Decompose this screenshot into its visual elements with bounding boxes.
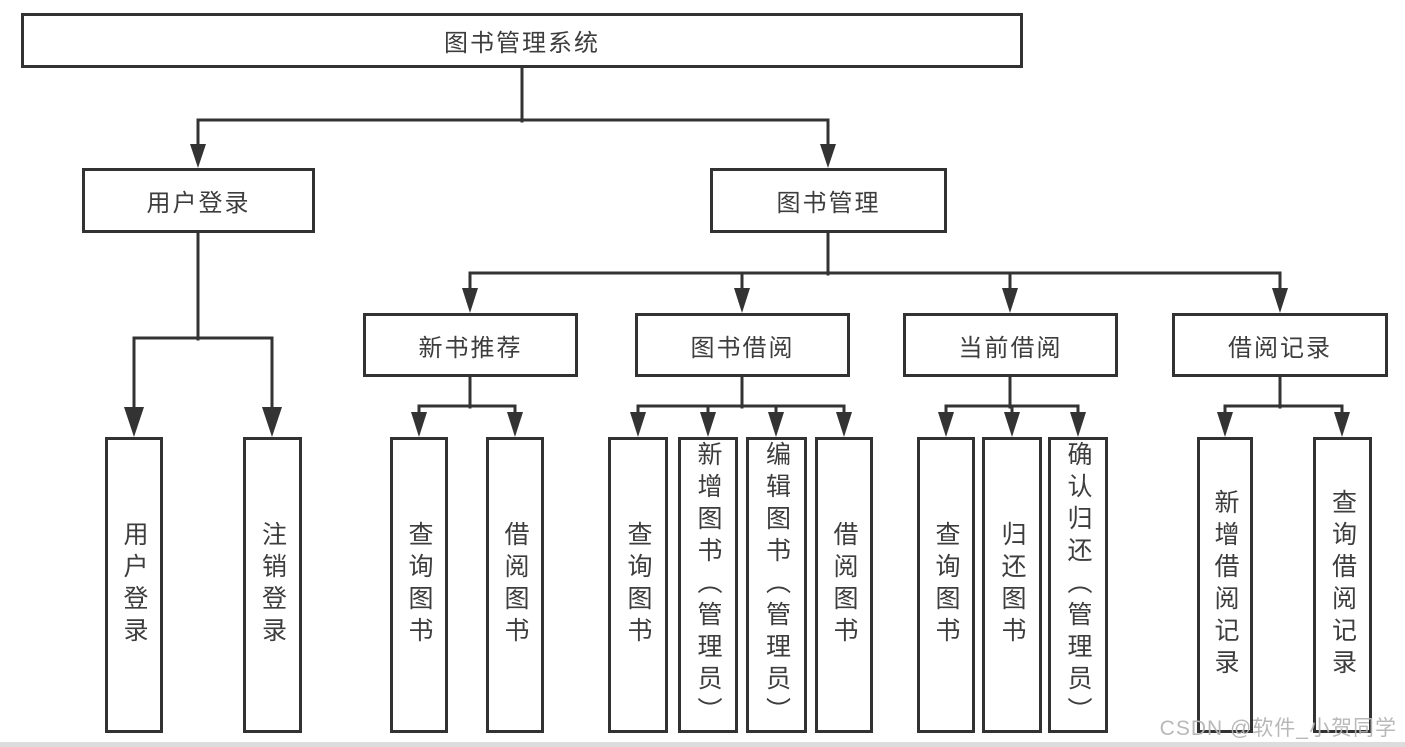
leaf-label: 归还图书	[998, 521, 1026, 649]
leaf-label: 借阅图书	[830, 521, 858, 649]
leaf-edit-book-admin: 编辑图书（管理员）	[746, 437, 807, 733]
leaf-query-borrow-record: 查询借阅记录	[1313, 437, 1372, 733]
node-book-management: 图书管理	[710, 168, 947, 233]
node-new-book-recommend: 新书推荐	[363, 313, 578, 377]
node-current-borrow: 当前借阅	[903, 313, 1118, 377]
node-library-system: 图书管理系统	[21, 13, 1023, 68]
leaf-borrow-book-1: 借阅图书	[486, 437, 544, 733]
leaf-return-book: 归还图书	[982, 437, 1042, 733]
leaf-user-login: 用户登录	[105, 437, 163, 733]
leaf-label: 借阅图书	[501, 521, 529, 649]
leaf-label: 用户登录	[120, 521, 148, 649]
leaf-label: 编辑图书（管理员）	[762, 441, 791, 729]
leaf-query-book-3: 查询图书	[917, 437, 975, 733]
arrowheads	[124, 144, 1350, 437]
leaf-label: 查询图书	[932, 521, 960, 649]
bottom-strip	[0, 742, 1405, 747]
node-user-login: 用户登录	[82, 168, 315, 233]
leaf-label: 确认归还（管理员）	[1064, 441, 1092, 729]
leaf-label: 查询图书	[405, 521, 433, 649]
leaf-label: 查询借阅记录	[1328, 489, 1357, 681]
leaf-query-book-1: 查询图书	[390, 437, 448, 733]
leaf-query-book-2: 查询图书	[608, 437, 668, 733]
leaf-add-borrow-record: 新增借阅记录	[1197, 437, 1253, 733]
leaf-label: 新增借阅记录	[1211, 489, 1239, 681]
csdn-watermark: CSDN @软件_小贺同学	[1159, 717, 1397, 740]
node-borrow-record: 借阅记录	[1172, 313, 1388, 377]
leaf-confirm-return-admin: 确认归还（管理员）	[1048, 437, 1108, 733]
leaf-add-book-admin: 新增图书（管理员）	[678, 437, 738, 733]
leaf-borrow-book-2: 借阅图书	[815, 437, 873, 733]
leaf-logout: 注销登录	[243, 437, 302, 733]
leaf-label: 新增图书（管理员）	[694, 441, 722, 729]
leaf-label: 查询图书	[624, 521, 652, 649]
leaf-label: 注销登录	[258, 521, 287, 649]
node-book-borrow: 图书借阅	[635, 313, 850, 377]
